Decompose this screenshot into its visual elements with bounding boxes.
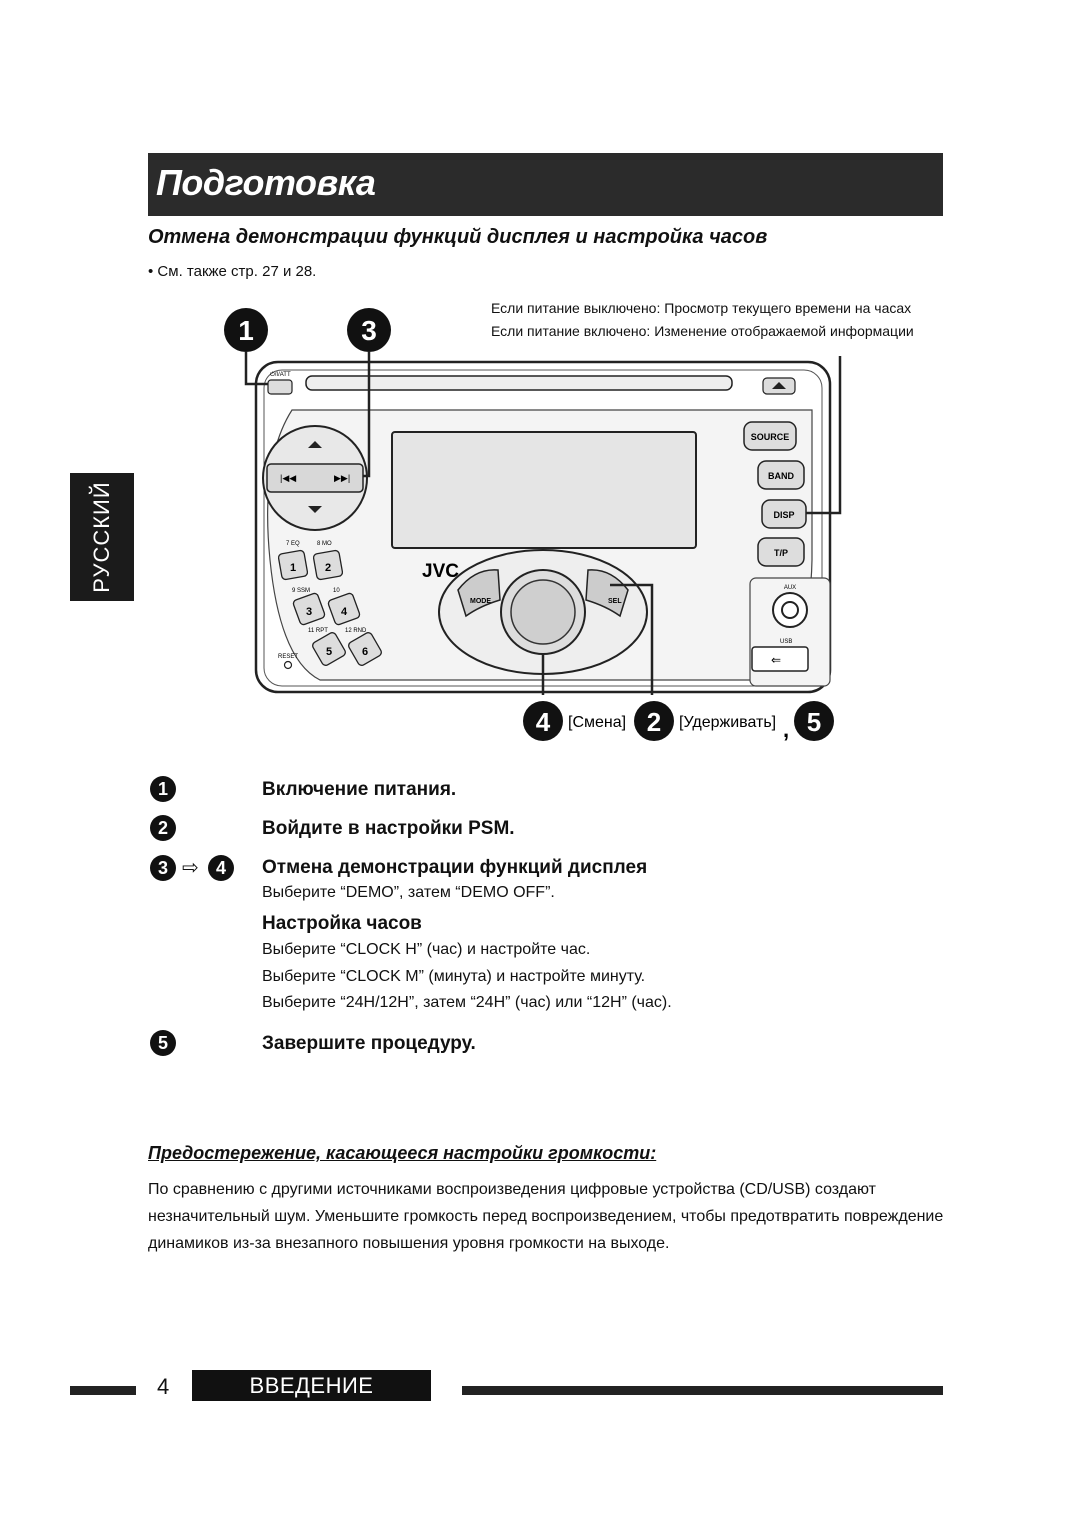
clock-setting-title: Настройка часов xyxy=(262,913,422,934)
svg-text:1: 1 xyxy=(290,562,296,574)
svg-text:5: 5 xyxy=(807,707,821,737)
step-1-title: Включение питания. xyxy=(262,779,457,800)
source-button: SOURCE xyxy=(743,421,797,451)
page-title: Подготовка xyxy=(156,162,376,203)
svg-text:4: 4 xyxy=(536,707,551,737)
see-also-note: • См. также стр. 27 и 28. xyxy=(148,263,317,280)
footer-rule-left xyxy=(70,1386,136,1395)
svg-text:|◀◀: |◀◀ xyxy=(280,473,296,483)
power-att-button xyxy=(267,379,293,395)
svg-text:2: 2 xyxy=(647,707,661,737)
caution-title: Предостережение, касающееся настройки гр… xyxy=(148,1143,657,1163)
hold-label: [Удерживать] xyxy=(679,714,776,731)
callout-number-3: 3 xyxy=(347,308,391,352)
control-dpad: |◀◀ ▶▶| xyxy=(262,425,368,531)
svg-text:BAND: BAND xyxy=(768,471,794,481)
reset-hole xyxy=(283,660,293,670)
tp-button: T/P xyxy=(757,537,805,567)
svg-text:,: , xyxy=(783,717,789,742)
svg-text:10: 10 xyxy=(333,588,340,594)
step-5-badge: 5 xyxy=(150,1030,176,1056)
svg-text:7 EQ: 7 EQ xyxy=(286,541,300,547)
step-4-badge: 4 xyxy=(208,855,234,881)
svg-text:SOURCE: SOURCE xyxy=(751,432,790,442)
svg-text:3: 3 xyxy=(306,606,312,618)
callout-power-off: Если питание выключено: Просмотр текущег… xyxy=(491,300,912,316)
mode-button xyxy=(457,569,501,618)
disc-slot xyxy=(305,375,733,391)
svg-text:SEL: SEL xyxy=(608,598,622,605)
usb-port xyxy=(751,646,809,672)
svg-text:4: 4 xyxy=(341,606,348,618)
svg-text:2: 2 xyxy=(325,562,331,574)
step-3-text: Выберите “DEMO”, затем “DEMO OFF”. xyxy=(262,884,555,901)
section-subtitle: Отмена демонстрации функций дисплея и на… xyxy=(148,226,768,248)
svg-text:9 SSM: 9 SSM xyxy=(292,588,310,594)
svg-text:USB: USB xyxy=(780,639,792,645)
language-tab-label: РУССКИЙ xyxy=(89,481,114,593)
svg-text:MODE: MODE xyxy=(470,598,491,605)
svg-text:11 RPT: 11 RPT xyxy=(308,628,328,634)
svg-text:6: 6 xyxy=(362,646,368,658)
svg-text:T/P: T/P xyxy=(774,548,788,558)
page-number: 4 xyxy=(157,1374,170,1399)
caution-text: По сравнению с другими источниками воспр… xyxy=(148,1181,944,1252)
jvc-logo: JVC xyxy=(422,561,459,582)
callout-number-2 xyxy=(634,701,674,741)
svg-text:DISP: DISP xyxy=(773,510,794,520)
callout-number-1: 1 xyxy=(224,308,268,352)
callout-number-5 xyxy=(794,701,834,741)
band-button: BAND xyxy=(757,460,805,490)
step-3-badge: 3 xyxy=(150,855,176,881)
preset-buttons: 7 EQ 8 MO 1 2 9 SSM 10 3 4 11 RPT 12 RND… xyxy=(277,541,382,666)
svg-text:8 MO: 8 MO xyxy=(317,541,332,547)
svg-text:⏻/I/ATT: ⏻/I/ATT xyxy=(270,371,291,378)
change-label: [Смена] xyxy=(568,714,626,731)
car-stereo-diagram: 1 3 ⏻/I/ATT |◀◀ ▶▶| SOURCE BAND DISP xyxy=(224,308,842,742)
language-tab: РУССКИЙ xyxy=(70,473,134,601)
step-1-badge: 1 xyxy=(150,776,176,802)
sel-button xyxy=(585,569,629,618)
section-title-bar: Подготовка xyxy=(148,153,943,216)
clock-step-line: Выберите “24H/12H”, затем “24H” (час) ил… xyxy=(262,994,672,1011)
footer-section-label: ВВЕДЕНИЕ xyxy=(192,1370,431,1401)
svg-text:1: 1 xyxy=(238,315,254,346)
display-screen xyxy=(391,431,697,549)
disp-button: DISP xyxy=(761,499,807,529)
svg-text:⇐: ⇐ xyxy=(771,653,781,667)
callout-power-on: Если питание включено: Изменение отображ… xyxy=(491,323,914,339)
footer-rule-right xyxy=(462,1386,943,1395)
svg-text:5: 5 xyxy=(326,646,332,658)
clock-step-line: Выберите “CLOCK H” (час) и настройте час… xyxy=(262,941,591,958)
svg-text:3: 3 xyxy=(361,315,377,346)
step-5-title: Завершите процедуру. xyxy=(262,1033,476,1054)
step-2-title: Войдите в настройки PSM. xyxy=(262,818,515,839)
callout-number-4 xyxy=(523,701,563,741)
svg-text:AUX: AUX xyxy=(784,585,796,591)
step-2-badge: 2 xyxy=(150,815,176,841)
svg-text:RESET: RESET xyxy=(278,654,298,660)
clock-step-line: Выберите “CLOCK M” (минута) и настройте … xyxy=(262,968,646,985)
step-3-title: Отмена демонстрации функций дисплея xyxy=(262,857,648,878)
step-arrow-icon: ⇨ xyxy=(182,857,199,879)
svg-text:▶▶|: ▶▶| xyxy=(334,473,350,483)
svg-text:12 RND: 12 RND xyxy=(345,628,367,634)
